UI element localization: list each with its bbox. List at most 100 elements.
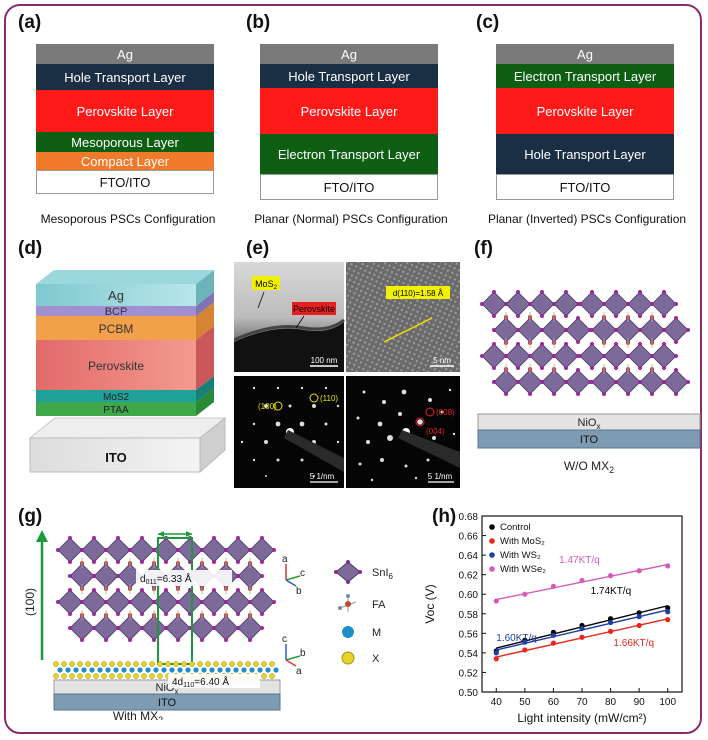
- octahedron: [225, 537, 251, 563]
- data-point: [607, 616, 614, 622]
- legend-entry: With MoS₂: [500, 536, 545, 547]
- x-tick-label: 70: [576, 697, 588, 708]
- caption-without-mx2: W/O MX2: [564, 459, 614, 475]
- y-tick-label: 0.68: [459, 512, 479, 523]
- data-point: [550, 583, 557, 589]
- octahedron: [553, 343, 579, 369]
- octahedron: [201, 589, 227, 615]
- layer-hole-transport-layer: Hole Transport Layer: [36, 64, 214, 90]
- y-tick-label: 0.66: [459, 532, 479, 543]
- layer-perovskite-layer: Perovskite Layer: [36, 90, 214, 132]
- data-point: [522, 639, 528, 645]
- svg-text:c: c: [282, 634, 287, 645]
- legend-marker: [489, 552, 495, 558]
- data-point: [665, 617, 671, 623]
- octahedron: [627, 291, 653, 317]
- layer-fto-ito: FTO/ITO: [36, 170, 214, 194]
- panel-label-f: (f): [474, 238, 493, 259]
- data-point: [522, 647, 528, 653]
- legend-marker: [489, 566, 495, 572]
- legend-m: M: [342, 626, 381, 639]
- layer-fto-ito: FTO/ITO: [496, 174, 674, 200]
- octahedron: [225, 589, 251, 615]
- label-ito-f: ITO: [580, 434, 599, 446]
- octahedron: [129, 589, 155, 615]
- svg-text:b: b: [300, 648, 306, 659]
- label-niox-f: NiOx: [578, 417, 601, 431]
- layer-ag: Ag: [36, 44, 214, 64]
- panel-label-h: (h): [432, 506, 457, 527]
- scale-bar-diff1: 5 1/nm: [310, 472, 335, 481]
- label-index-100: (100): [258, 402, 277, 411]
- octahedron: [603, 343, 629, 369]
- legend-entry: Control: [500, 522, 531, 533]
- device-3d-illustration: Ag BCP PCBM Perovskite MoS2 PTAA ITO: [28, 270, 227, 474]
- data-point: [665, 605, 671, 611]
- label-ito-g: ITO: [158, 697, 177, 709]
- x-tick-label: 100: [659, 697, 676, 708]
- layer-ag: Ag: [260, 44, 438, 64]
- scale-bar-5nm: 5 nm: [433, 356, 451, 365]
- scale-bar-100nm: 100 nm: [311, 356, 338, 365]
- data-point: [550, 632, 557, 638]
- layer-label-ito: ITO: [105, 450, 126, 465]
- label-d011: d011=6.33 Å: [140, 572, 192, 586]
- data-point: [579, 634, 585, 640]
- octahedron: [529, 343, 555, 369]
- y-axis-label: Voc (V): [423, 584, 437, 623]
- octahedron: [57, 589, 83, 615]
- y-tick-label: 0.56: [459, 629, 479, 640]
- label-index-110: (110): [320, 394, 338, 403]
- data-point: [493, 650, 499, 656]
- tem-images: MoS2 Perovskite 100 nm d(110)=1.58 Å 5 n…: [234, 262, 460, 488]
- legend-fa: FA: [338, 594, 386, 612]
- octahedron: [505, 343, 531, 369]
- octahedron: [663, 317, 689, 343]
- label-d-spacing: d(110)=1.58 Å: [393, 289, 444, 298]
- octahedron: [481, 343, 507, 369]
- octahedron: [105, 589, 131, 615]
- legend-marker: [489, 538, 495, 544]
- svg-text:SnI6: SnI6: [372, 567, 394, 581]
- svg-text:c: c: [300, 568, 305, 579]
- caption-with-mx2: With MX2: [113, 709, 163, 720]
- panel-label-g: (g): [18, 506, 43, 527]
- x-tick-label: 60: [548, 697, 560, 708]
- scale-bar-diff2: 5 1/nm: [428, 472, 453, 481]
- data-point: [636, 622, 642, 629]
- octahedron: [505, 291, 531, 317]
- layer-label-ag: Ag: [108, 288, 124, 303]
- octahedron: [177, 589, 203, 615]
- layer-label-mos2: MoS2: [103, 392, 130, 403]
- panel-label-e: (e): [246, 238, 270, 259]
- layer-perovskite-layer: Perovskite Layer: [260, 88, 438, 134]
- octahedron: [201, 537, 227, 563]
- octahedron: [603, 291, 629, 317]
- figure-frame: [4, 4, 702, 734]
- plot-area: [481, 515, 683, 693]
- svg-text:a: a: [296, 666, 302, 677]
- y-tick-label: 0.50: [459, 688, 479, 699]
- x-tick-label: 80: [605, 697, 617, 708]
- x-tick-label: 50: [519, 697, 531, 708]
- svg-text:b: b: [296, 586, 302, 597]
- data-point: [665, 563, 671, 569]
- octahedron: [565, 369, 591, 395]
- layer-hole-transport-layer: Hole Transport Layer: [496, 134, 674, 174]
- octahedron: [105, 537, 131, 563]
- layer-label-ptaa: PTAA: [103, 405, 129, 416]
- layer-ag: Ag: [496, 44, 674, 64]
- panel-label-c: (c): [476, 12, 500, 33]
- legend-marker: [489, 524, 495, 530]
- layer-label-bcp: BCP: [105, 306, 128, 318]
- data-point: [636, 610, 642, 616]
- svg-text:M: M: [372, 627, 381, 639]
- y-tick-label: 0.64: [459, 551, 479, 562]
- data-point: [579, 625, 585, 632]
- axes-triad-top: a c b: [282, 554, 305, 597]
- octahedron: [553, 291, 579, 317]
- layer-mesoporous-layer: Mesoporous Layer: [36, 132, 214, 152]
- octahedron: [249, 537, 275, 563]
- layer-compact-layer: Compact Layer: [36, 152, 214, 170]
